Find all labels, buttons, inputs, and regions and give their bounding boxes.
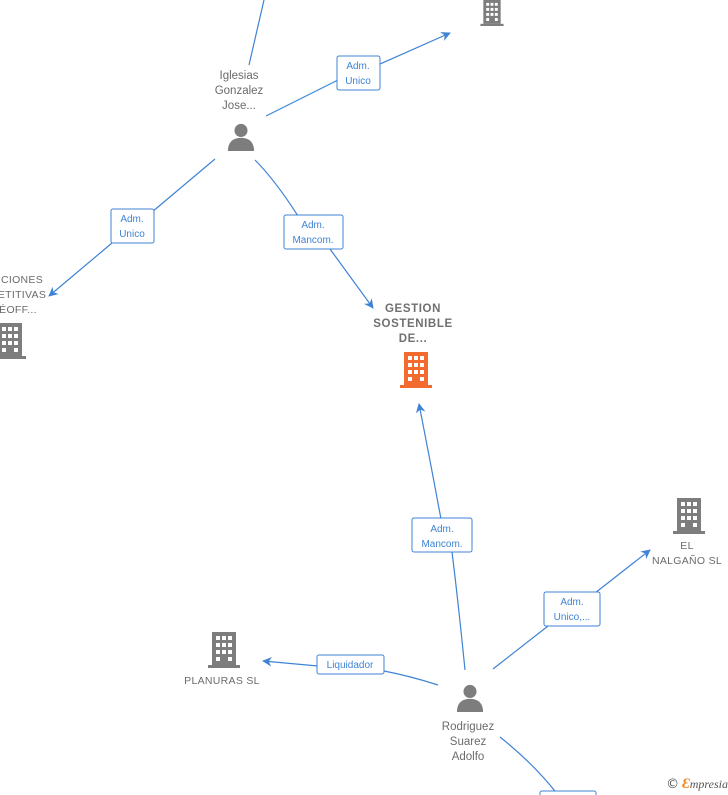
edge-label-line: Mancom. <box>421 539 462 550</box>
edge-label-line: Unico <box>345 76 371 87</box>
edge-label-line: Mancom. <box>292 235 333 246</box>
copyright-symbol: © <box>666 777 680 792</box>
edge-rodriguez-planuras <box>263 661 439 686</box>
edge-label-line: Adm. <box>301 220 324 231</box>
company-label: DE... <box>399 333 428 345</box>
company-node-gestion[interactable]: GESTION SOSTENIBLE DE... <box>373 303 452 388</box>
company-label: SOSTENIBLE <box>373 318 452 330</box>
edge-label-line: Adm. <box>120 214 143 225</box>
edge-label-line: Unico <box>119 229 145 240</box>
company-node-top-right[interactable] <box>480 0 504 26</box>
edge-label-line: Adm. <box>430 524 453 535</box>
company-label: ETITIVAS <box>0 289 46 301</box>
edge-label-rodriguez-gestion[interactable]: Adm. Mancom. <box>411 517 473 553</box>
edge-label-iglesias-gestion[interactable]: Adm. Mancom. <box>283 214 344 250</box>
edge-iglesias-gestion <box>254 159 373 308</box>
edge-label-rodriguez-nalgano[interactable]: Adm. Unico,... <box>543 591 601 627</box>
empresia-watermark: © Ɛmpresia <box>666 776 728 793</box>
person-icon <box>456 684 484 712</box>
building-icon <box>208 632 240 668</box>
company-node-left[interactable]: CIONES ETITIVAS ÉOFF... <box>0 274 46 359</box>
edge-rodriguez-downward <box>499 736 559 795</box>
edge-label-rodriguez-planuras[interactable]: Liquidador <box>316 654 385 675</box>
edges <box>49 0 650 795</box>
edge-iglesias-top-right <box>265 33 450 117</box>
edge-label-line: Liquidador <box>327 660 374 671</box>
building-icon <box>400 352 432 388</box>
edge-label-iglesias-top-right[interactable]: Adm. Unico <box>336 55 381 91</box>
company-label: GESTION <box>385 303 441 315</box>
person-icon <box>227 123 255 151</box>
person-node-rodriguez[interactable]: Rodriguez Suarez Adolfo <box>442 684 495 763</box>
edge-rodriguez-nalgano <box>492 550 650 670</box>
edge-iglesias-upward <box>248 0 265 66</box>
person-label: Adolfo <box>452 751 485 763</box>
company-label: PLANURAS SL <box>184 675 260 687</box>
company-label: ÉOFF... <box>0 303 37 316</box>
company-node-planuras[interactable]: PLANURAS SL <box>184 632 260 687</box>
edge-label-line: Adm. <box>560 597 583 608</box>
empresia-logo-initial: Ɛ <box>682 776 690 792</box>
edge-label-line: Unico,... <box>554 612 591 623</box>
company-node-el-nalgano[interactable]: EL NALGAÑO SL <box>652 498 722 567</box>
edge-label-line: Adm. <box>346 61 369 72</box>
company-label: NALGAÑO SL <box>652 554 722 567</box>
company-label: CIONES <box>1 274 43 286</box>
empresia-logo-text: mpresia <box>689 777 728 791</box>
edge-label-cutoff <box>539 790 597 795</box>
building-icon <box>480 0 504 26</box>
person-label: Suarez <box>450 736 487 748</box>
person-label: Gonzalez <box>215 85 264 97</box>
edge-label-iglesias-left[interactable]: Adm. Unico <box>110 208 155 244</box>
building-icon <box>0 323 26 359</box>
person-label: Jose... <box>222 100 256 112</box>
building-icon <box>673 498 705 534</box>
company-label: EL <box>680 540 693 552</box>
edge-rodriguez-gestion <box>419 404 466 671</box>
person-label: Iglesias <box>220 70 259 82</box>
edge-iglesias-left <box>49 158 216 296</box>
person-label: Rodriguez <box>442 721 495 733</box>
person-node-iglesias[interactable]: Iglesias Gonzalez Jose... <box>215 70 264 151</box>
